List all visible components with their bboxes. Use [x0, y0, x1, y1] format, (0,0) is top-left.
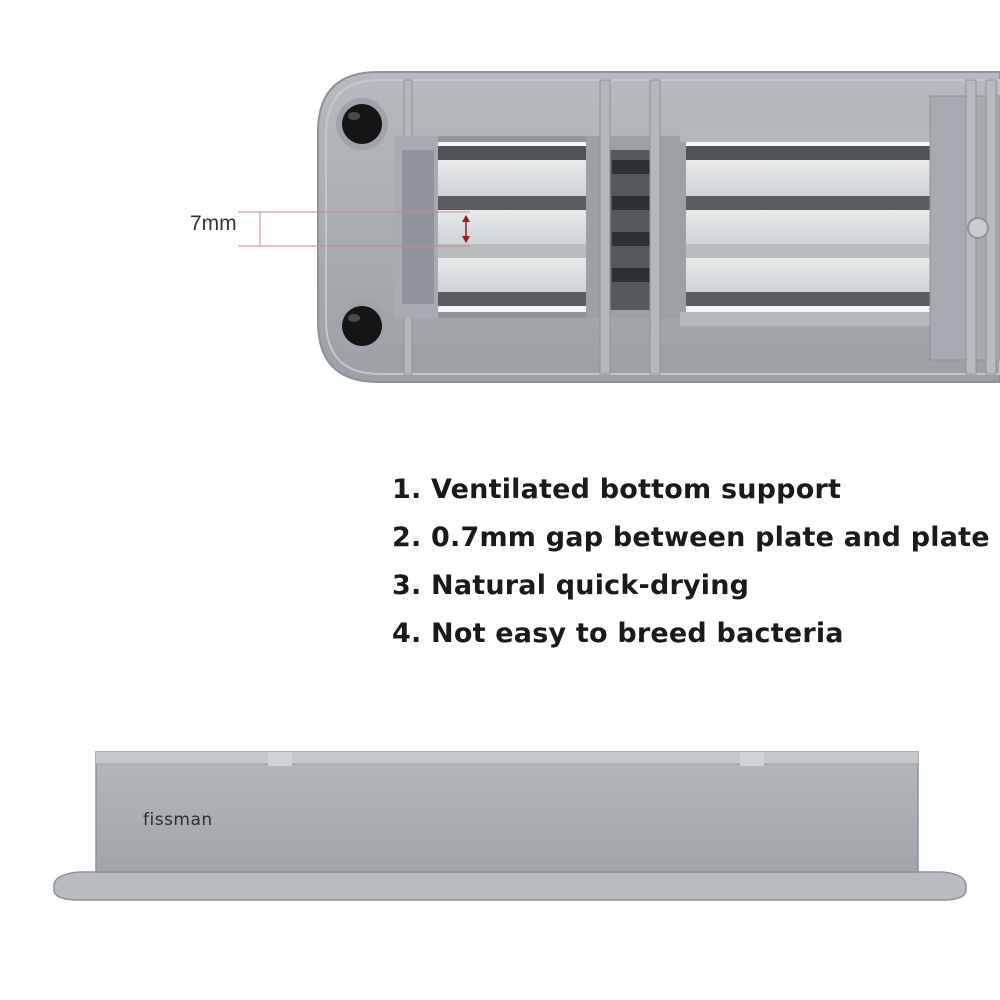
- tray-bottom-view: [317, 71, 1000, 383]
- rubber-foot-bottom: [336, 300, 388, 352]
- measure-arrow-icon: [462, 215, 470, 243]
- gap-measure-label: 7mm: [190, 212, 237, 235]
- tray-side-view: [53, 751, 967, 901]
- rubber-foot-top: [336, 98, 388, 150]
- feature-item: 3. Natural quick-drying: [392, 570, 750, 601]
- feature-item: 2. 0.7mm gap between plate and plate: [392, 522, 990, 553]
- brand-logo: fissman: [143, 810, 213, 830]
- gap-measurement: [238, 211, 470, 247]
- feature-item: 1. Ventilated bottom support: [392, 474, 842, 505]
- feature-list: 1. Ventilated bottom support 2. 0.7mm ga…: [392, 468, 990, 660]
- feature-item: 4. Not easy to breed bacteria: [392, 618, 844, 649]
